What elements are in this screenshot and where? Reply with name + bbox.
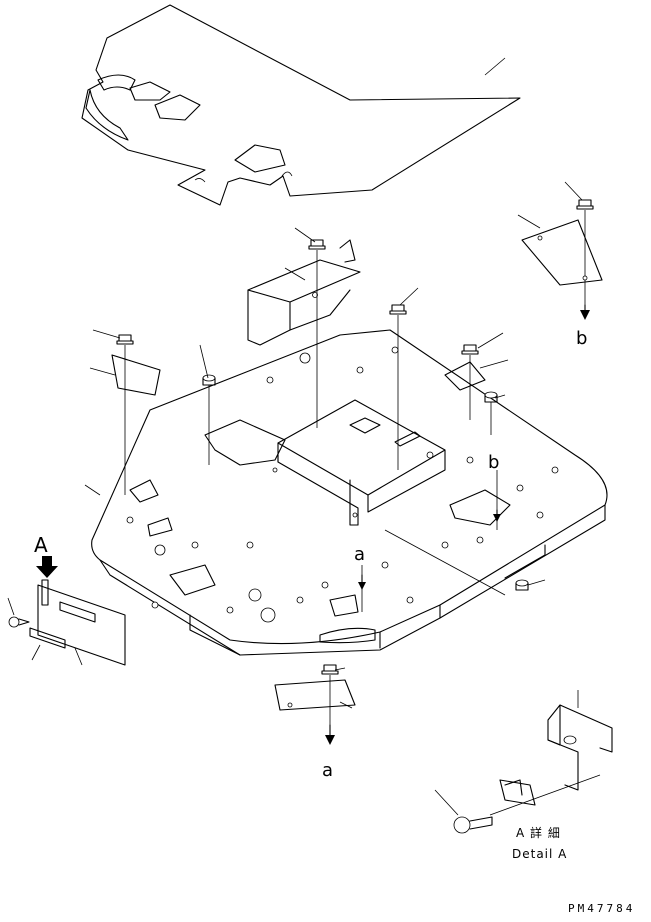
small-plate-covers [111, 219, 603, 711]
labels: A b b a a A 詳 細 Detail A PM47784 [34, 328, 635, 915]
floor-holes [126, 346, 559, 623]
bolt-icon [461, 344, 479, 355]
center-lines [124, 210, 586, 740]
cap-icon [202, 374, 529, 591]
bolt-icon [116, 334, 134, 345]
step-plate-assembly [8, 579, 126, 666]
leader-lines [7, 181, 583, 709]
bolt-icon [576, 199, 594, 210]
view-a-arrow-icon [36, 556, 58, 578]
detail-en-label: Detail A [512, 847, 567, 861]
detail-screw-icon [453, 816, 493, 834]
ref-b-top-label: b [576, 328, 587, 349]
arrows [36, 304, 590, 745]
ref-b-floor-label: b [488, 452, 499, 473]
drawing-number: PM47784 [568, 902, 635, 915]
screw-icon [8, 616, 30, 628]
bolt-icon [389, 304, 407, 315]
detail-jp-label: A 詳 細 [516, 825, 561, 840]
ref-a-floor-label: a [354, 544, 365, 565]
detail-a [434, 690, 613, 834]
bolts [116, 199, 594, 675]
floor-mat [81, 4, 521, 206]
ref-a-bottom-label: a [322, 760, 333, 781]
bolt-icon [321, 664, 339, 675]
center-cover-box [272, 399, 446, 526]
floor-plate [91, 329, 608, 656]
view-a-label: A [34, 533, 48, 557]
upper-cover [247, 239, 361, 346]
bolt-icon [308, 239, 326, 250]
